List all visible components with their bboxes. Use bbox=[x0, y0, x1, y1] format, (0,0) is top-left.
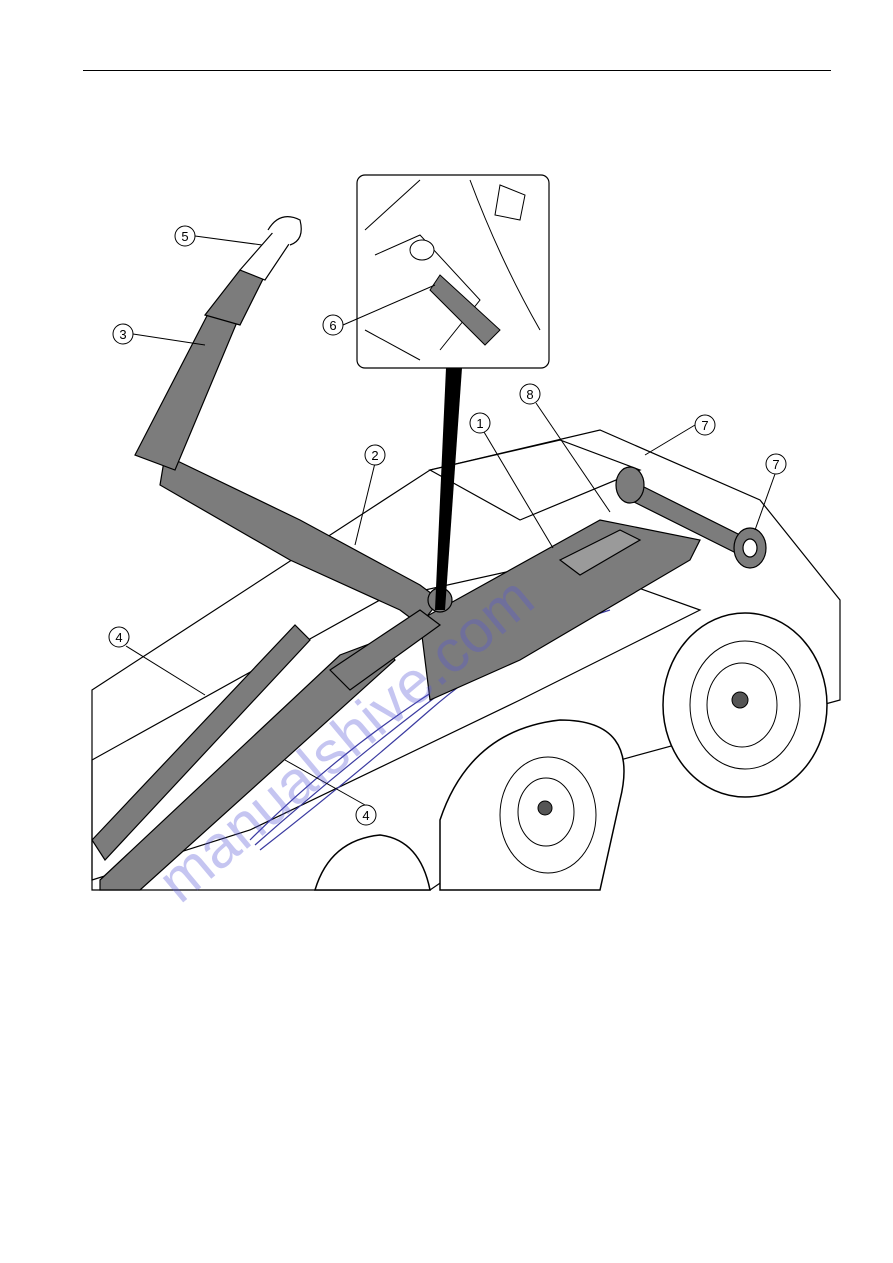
callout-2: 2 bbox=[365, 445, 385, 465]
callout-4b: 4 bbox=[356, 805, 376, 825]
svg-text:4: 4 bbox=[115, 630, 122, 645]
svg-text:7: 7 bbox=[701, 418, 708, 433]
callout-3: 3 bbox=[113, 324, 133, 344]
callout-6: 6 bbox=[323, 315, 343, 335]
svg-text:4: 4 bbox=[362, 808, 369, 823]
svg-text:5: 5 bbox=[181, 229, 188, 244]
callout-7b: 7 bbox=[766, 454, 786, 474]
svg-text:1: 1 bbox=[476, 416, 483, 431]
inset-detail bbox=[357, 175, 549, 368]
callout-7a: 7 bbox=[695, 415, 715, 435]
svg-text:8: 8 bbox=[526, 387, 533, 402]
callout-8: 8 bbox=[520, 384, 540, 404]
rear-tire bbox=[663, 613, 827, 797]
svg-text:3: 3 bbox=[119, 327, 126, 342]
svg-text:2: 2 bbox=[371, 448, 378, 463]
svg-text:7: 7 bbox=[772, 457, 779, 472]
jib-arm bbox=[135, 217, 301, 470]
callout-5: 5 bbox=[175, 226, 195, 246]
callout-4a: 4 bbox=[109, 627, 129, 647]
svg-text:6: 6 bbox=[329, 318, 336, 333]
callout-1: 1 bbox=[470, 413, 490, 433]
